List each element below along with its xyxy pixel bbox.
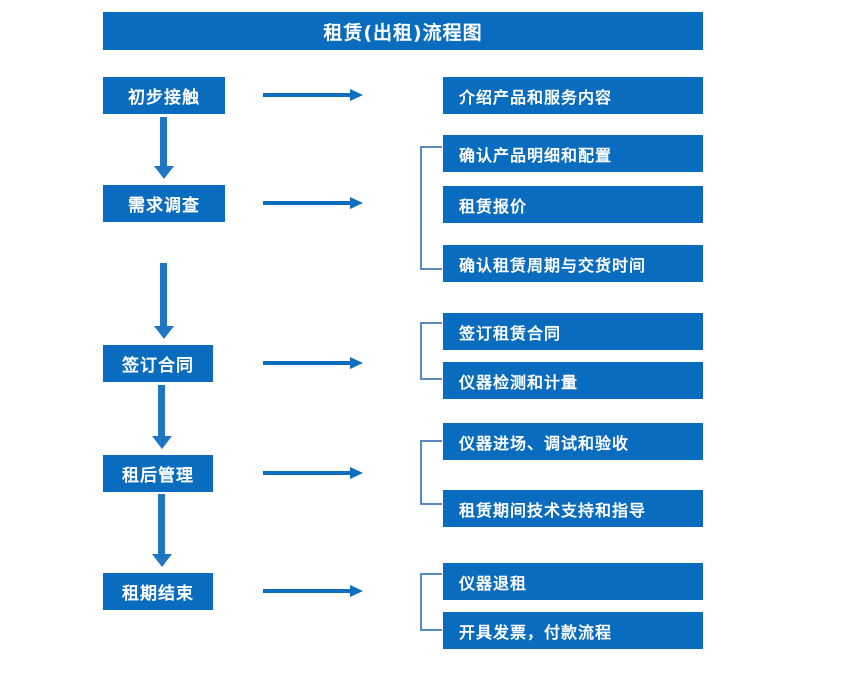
flow-arrow-right-2 (263, 196, 363, 210)
flow-arrow-down-1 (154, 117, 174, 179)
detail-box-1[interactable]: 介绍产品和服务内容 (443, 77, 703, 114)
flow-arrow-right-3 (263, 356, 363, 370)
detail-box-2[interactable]: 确认产品明细和配置 (443, 135, 703, 172)
flow-arrow-right-4 (263, 466, 363, 480)
group-bracket-3 (420, 440, 442, 505)
stage-box-3[interactable]: 签订合同 (103, 345, 213, 382)
flow-arrow-down-2 (154, 263, 174, 339)
detail-box-10[interactable]: 开具发票，付款流程 (443, 612, 703, 649)
stage-box-5[interactable]: 租期结束 (103, 573, 213, 610)
detail-box-4[interactable]: 确认租赁周期与交货时间 (443, 245, 703, 282)
detail-box-9[interactable]: 仪器退租 (443, 563, 703, 600)
group-bracket-2 (420, 322, 442, 380)
flow-arrow-down-4 (152, 494, 172, 567)
stage-box-1[interactable]: 初步接触 (103, 77, 225, 114)
flow-arrow-right-1 (263, 88, 363, 102)
flow-arrow-right-5 (263, 584, 363, 598)
stage-box-4[interactable]: 租后管理 (103, 455, 213, 492)
flow-arrow-down-3 (152, 385, 172, 449)
group-bracket-4 (420, 573, 442, 631)
group-bracket-1 (420, 146, 442, 270)
detail-box-8[interactable]: 租赁期间技术支持和指导 (443, 490, 703, 527)
detail-box-7[interactable]: 仪器进场、调试和验收 (443, 423, 703, 460)
detail-box-3[interactable]: 租赁报价 (443, 186, 703, 223)
detail-box-5[interactable]: 签订租赁合同 (443, 313, 703, 350)
page-title: 租赁(出租)流程图 (103, 12, 703, 50)
stage-box-2[interactable]: 需求调查 (103, 185, 225, 222)
detail-box-6[interactable]: 仪器检测和计量 (443, 362, 703, 399)
